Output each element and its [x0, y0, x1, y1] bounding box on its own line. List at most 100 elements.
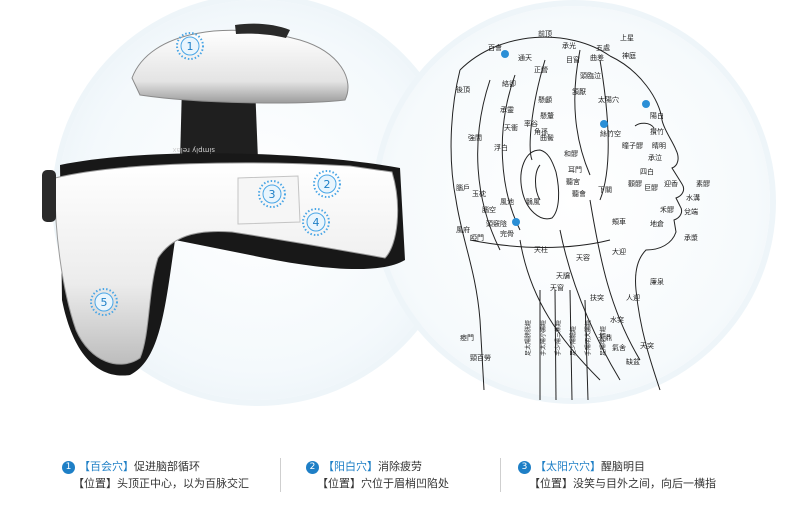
acupoint-label: 風池	[500, 197, 514, 206]
acupoint-label: 絲竹空	[600, 129, 621, 138]
brand-text: simply relax	[172, 146, 215, 154]
illustration-area: simply relax	[42, 0, 770, 401]
acupoint-label: 缺盆	[626, 357, 640, 366]
acupoint-label: 睛明	[652, 141, 666, 150]
acupoint-label: 正營	[534, 65, 548, 74]
device-marker-4: 4	[302, 208, 330, 236]
acupoint-label: 兌端	[684, 207, 698, 216]
svg-text:5: 5	[101, 296, 108, 309]
acupoint-label: 大迎	[612, 247, 626, 256]
meridian-label: 足太陽膀胱經	[524, 320, 532, 356]
meridian-label: 手太陽小腸經	[539, 320, 547, 356]
acupoint-label: 啞門	[470, 234, 484, 242]
legend-divider	[500, 458, 501, 492]
acupoint-label: 風府	[456, 225, 470, 234]
acupoint-label: 天容	[576, 253, 590, 262]
acupoint-label: 瞳子髎	[622, 141, 643, 150]
acupoint-label: 頰車	[612, 217, 626, 226]
acupoint-label: 太陽穴	[598, 95, 619, 104]
acupoint-label: 頭竅陰	[486, 219, 507, 228]
legend-pos-desc: 头顶正中心，以为百脉交汇	[117, 477, 249, 490]
marker-yangbai	[642, 100, 650, 108]
acupoint-label: 頭臨泣	[580, 71, 601, 80]
svg-text:4: 4	[313, 216, 320, 229]
acupoint-label: 上星	[620, 33, 634, 42]
acupoint-label: 腦空	[482, 205, 496, 214]
acupoint-label: 後頂	[456, 85, 470, 94]
legend-item-taiyang: 3【太阳穴穴】醒脑明目 【位置】没笑与目外之间，向后一横指	[518, 458, 716, 492]
legend-desc: 醒脑明目	[601, 460, 645, 473]
acupoint-label: 下關	[598, 186, 612, 194]
side-knob	[42, 170, 56, 222]
acupoint-label: 扶突	[590, 293, 604, 302]
acupoint-label: 承靈	[500, 105, 514, 114]
legend-desc: 促进脑部循环	[134, 460, 200, 473]
legend-title: 【百会穴】	[79, 460, 134, 473]
legend-number: 3	[518, 460, 531, 474]
acupoint-label: 天突	[640, 341, 654, 350]
acupoint-label: 神庭	[622, 51, 636, 60]
acupoint-face-chart: 前顶承光上星五處神庭通天曲差百會目窗後頂正營絡卻頭臨泣頷厭陽白懸顱承靈太陽穴懸釐…	[450, 29, 710, 401]
acupoint-label: 率谷	[524, 119, 538, 128]
legend-desc: 消除疲劳	[378, 460, 422, 473]
acupoint-label: 攢竹	[650, 127, 664, 136]
meridian-label: 足少陽膽經	[569, 326, 577, 356]
acupoint-label: 絡卻	[502, 79, 516, 88]
acupoint-label: 腦戶	[456, 183, 470, 192]
acupoint-label: 和髎	[564, 149, 578, 158]
legend-title: 【阳白穴】	[323, 460, 378, 473]
acupoint-label: 強間	[468, 134, 482, 142]
acupoint-label: 百會	[488, 43, 502, 52]
acupoint-label: 迎香	[664, 179, 678, 188]
acupoint-label: 五處	[596, 43, 610, 52]
acupoint-labels: 前顶承光上星五處神庭通天曲差百會目窗後頂正營絡卻頭臨泣頷厭陽白懸顱承靈太陽穴懸釐…	[456, 29, 710, 366]
legend-pos-desc: 穴位于眉梢凹陷处	[361, 477, 449, 490]
acupoint-label: 耳門	[568, 166, 582, 174]
face-outline	[450, 36, 685, 401]
acupoint-label: 承泣	[648, 153, 662, 162]
acupoint-label: 顴髎	[628, 179, 642, 188]
device-body	[54, 162, 399, 365]
acupoint-label: 禾髎	[660, 206, 674, 214]
legend-title: 【太阳穴穴】	[535, 460, 601, 473]
acupoint-label: 承光	[562, 41, 576, 50]
acupoint-label: 天柱	[534, 245, 548, 254]
acupoint-label: 通天	[518, 53, 532, 62]
acupoint-label: 承漿	[684, 233, 698, 242]
acupoint-markers	[501, 50, 650, 226]
marker-baihui	[501, 50, 509, 58]
meridian-labels: 足太陽膀胱經手太陽小腸經手少陽三焦經足少陽膽經手陽明大腸經足陽明胃經	[524, 320, 607, 356]
acupoint-label: 頷厭	[572, 87, 586, 96]
device-marker-5: 5	[90, 288, 118, 316]
acupoint-label: 聽宮	[566, 177, 580, 186]
acupoint-label: 頸百勞	[470, 353, 491, 362]
acupoint-label: 陽白	[650, 111, 664, 120]
legend-divider	[280, 458, 281, 492]
device-marker-1: 1	[176, 32, 204, 60]
device-stem	[180, 85, 258, 162]
acupoint-label: 天鼎	[598, 334, 612, 342]
meridian-label: 手陽明大腸經	[584, 320, 592, 356]
acupoint-label: 角孫	[534, 127, 548, 136]
svg-text:3: 3	[269, 188, 276, 201]
acupoint-label: 曲差	[590, 53, 604, 62]
acupoint-label: 素髎	[696, 179, 710, 188]
acupoint-label: 水溝	[686, 193, 700, 202]
acupoint-label: 水突	[610, 315, 624, 324]
acupoint-label: 天衝	[504, 123, 518, 132]
device-top-slot	[235, 23, 290, 38]
acupoint-label: 浮白	[494, 143, 508, 152]
legend-item-baihui: 1【百会穴】促进脑部循环 【位置】头顶正中心，以为百脉交汇	[62, 458, 249, 492]
meridian-label: 手少陽三焦經	[554, 320, 562, 356]
svg-text:2: 2	[324, 178, 331, 191]
marker-taiyang	[600, 120, 608, 128]
device-markers: 1 2 3 4 5	[90, 32, 341, 316]
meridian-label: 足陽明胃經	[599, 326, 607, 356]
acupoint-label: 人迎	[626, 293, 640, 302]
acupoint-label: 完骨	[500, 229, 514, 238]
legend-pos-label: 【位置】	[317, 477, 361, 490]
acupoint-label: 翳風	[526, 198, 540, 206]
acupoint-label: 瘂門	[460, 333, 474, 342]
acupoint-label: 聽會	[572, 189, 586, 198]
acupoint-label: 四白	[640, 167, 654, 176]
